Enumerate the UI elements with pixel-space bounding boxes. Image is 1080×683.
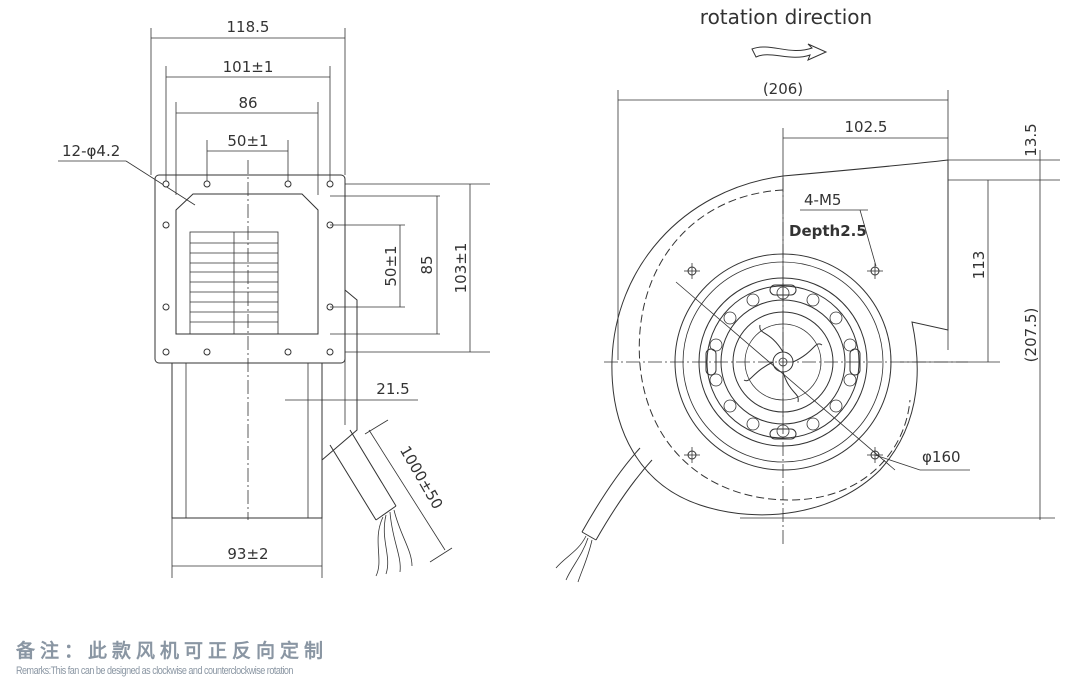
dim-outer-height: 103±1	[452, 243, 470, 294]
thread-holes	[684, 263, 883, 463]
dim-outlet-height: 113	[970, 251, 988, 280]
front-view: rotation direction (206) 102.5 13.5 113 …	[555, 5, 1060, 583]
dim-cable: 1000±50	[396, 443, 447, 512]
cable-side	[329, 429, 413, 577]
dim-total-height: (207.5)	[1022, 308, 1040, 363]
dim-half-width: 102.5	[845, 118, 888, 136]
dim-thread: 4-M5	[804, 191, 841, 209]
rotation-arrow-icon	[751, 43, 828, 61]
motor-body	[171, 363, 323, 519]
remark-english: Remarks:This fan can be designed as cloc…	[16, 665, 293, 677]
dim-thread-depth: Depth2.5	[789, 222, 867, 240]
dim-total-width: (206)	[763, 80, 803, 98]
dim-outer-holes: 101±1	[223, 58, 274, 76]
grille	[189, 231, 279, 335]
cable-front	[555, 447, 653, 583]
spider-arms	[743, 324, 823, 403]
flange-plate	[154, 174, 346, 364]
dim-inner-height: 85	[418, 255, 436, 274]
dim-outlet-offset: 13.5	[1022, 123, 1040, 156]
dim-side-holes: 50±1	[382, 245, 400, 286]
dim-bottom-width: 93±2	[227, 545, 268, 563]
dim-mount-holes: 12-φ4.2	[62, 142, 120, 160]
scroll-housing	[611, 159, 949, 516]
mounting-holes	[162, 180, 334, 356]
inlet-opening	[175, 193, 319, 335]
dim-depth: 21.5	[376, 380, 409, 398]
remark-chinese: 备注：此款风机可正反向定制	[16, 640, 329, 662]
rotation-label: rotation direction	[700, 5, 872, 29]
side-view: 118.5 101±1 86 50±1 12-φ4.2	[58, 18, 490, 578]
dim-overall-width: 118.5	[227, 18, 270, 36]
dim-inner-width: 86	[238, 94, 257, 112]
scroll-profile	[321, 289, 358, 461]
dim-top-holes: 50±1	[227, 132, 268, 150]
dim-diameter: φ160	[922, 448, 961, 466]
